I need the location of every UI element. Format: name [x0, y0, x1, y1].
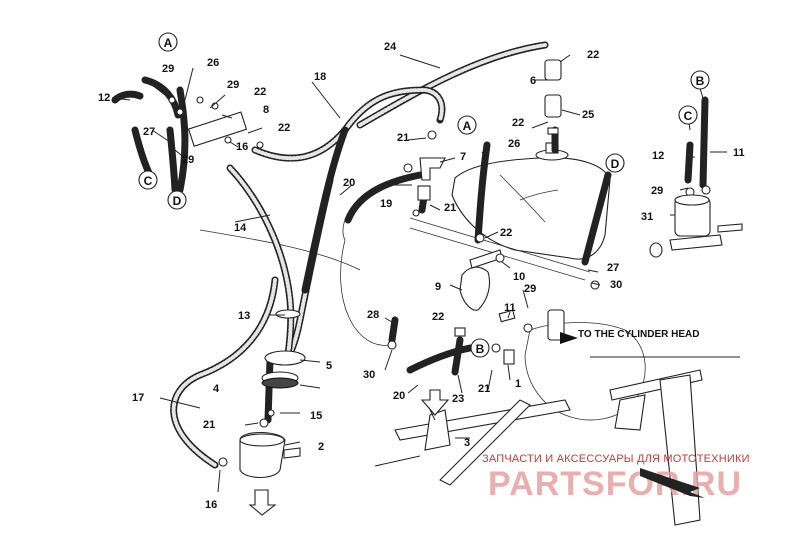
- svg-text:B: B: [476, 342, 485, 356]
- part-label-17: 17: [132, 392, 144, 404]
- part-label-21d: 21: [203, 419, 215, 431]
- watermark-logo: PARTSFOR.RU: [488, 465, 742, 503]
- part-label-23: 23: [452, 393, 464, 405]
- leader-lines: [111, 54, 727, 493]
- part-label-22c: 22: [587, 49, 599, 61]
- frame-outline: [374, 223, 743, 526]
- part-label-29a: 29: [162, 63, 174, 75]
- part-label-20a: 20: [343, 177, 355, 189]
- part-label-29c: 29: [182, 154, 194, 166]
- svg-text:C: C: [684, 109, 693, 123]
- connector-a-top: A: [158, 32, 178, 52]
- part-label-11a: 11: [504, 302, 516, 314]
- svg-text:D: D: [611, 157, 620, 171]
- part-label-12a: 12: [98, 92, 110, 104]
- part-label-26b: 26: [508, 138, 520, 150]
- part-label-19: 19: [380, 198, 392, 210]
- part-label-28: 28: [367, 309, 379, 321]
- direction-arrow: [420, 389, 450, 416]
- part-label-21c: 21: [478, 383, 490, 395]
- svg-text:A: A: [164, 36, 173, 50]
- part-label-26a: 26: [207, 57, 219, 69]
- part-label-29e: 29: [651, 185, 663, 197]
- watermark-tagline: ЗАПЧАСТИ И АКСЕССУАРЫ ДЛЯ МОТОТЕХНИКИ: [482, 453, 750, 465]
- fuel-pump: [239, 431, 301, 516]
- part-label-31: 31: [641, 211, 653, 223]
- part-label-30a: 30: [610, 279, 622, 291]
- part-label-1: 1: [515, 378, 521, 390]
- part-label-2: 2: [318, 441, 324, 453]
- rubber-mounts: [261, 309, 306, 389]
- part-label-11b: 11: [733, 147, 745, 159]
- part-label-16a: 16: [236, 141, 248, 153]
- fuel-filter: [649, 194, 723, 258]
- part-label-22d: 22: [512, 117, 524, 129]
- part-label-20b: 20: [393, 390, 405, 402]
- part-label-30b: 30: [363, 369, 375, 381]
- part-label-22f: 22: [432, 311, 444, 323]
- connector-c-filter: C: [678, 105, 698, 125]
- svg-text:D: D: [173, 194, 182, 208]
- connector-c-left: C: [138, 170, 158, 190]
- cylinder-head-note: TO THE CYLINDER HEAD: [578, 329, 700, 340]
- part-label-18: 18: [314, 71, 326, 83]
- connector-d-left: D: [167, 190, 187, 210]
- hoses: [111, 41, 709, 469]
- part-label-3: 3: [464, 437, 470, 449]
- part-label-5: 5: [326, 360, 332, 372]
- part-label-7: 7: [460, 151, 466, 163]
- svg-text:A: A: [463, 119, 472, 133]
- part-label-21b: 21: [444, 202, 456, 214]
- part-label-24: 24: [384, 41, 397, 53]
- part-label-8: 8: [263, 104, 269, 116]
- part-label-22e: 22: [500, 227, 512, 239]
- connector-circles: A A B B C C D D: [138, 32, 710, 358]
- part-label-12b: 12: [652, 150, 664, 162]
- svg-text:B: B: [696, 74, 705, 88]
- watermark: ЗАПЧАСТИ И АКСЕССУАРЫ ДЛЯ МОТОТЕХНИКИ PA…: [482, 453, 750, 503]
- fuel-tank-outline: [451, 142, 611, 260]
- part-label-27b: 27: [607, 262, 619, 274]
- part-label-15: 15: [310, 410, 322, 422]
- part-label-22b: 22: [278, 122, 290, 134]
- part-label-29b: 29: [227, 79, 239, 91]
- part-label-9: 9: [435, 281, 441, 293]
- part-label-22a: 22: [254, 86, 266, 98]
- part-label-6: 6: [530, 75, 536, 87]
- cylinder-head-arrow: [560, 332, 578, 344]
- part-label-27a: 27: [143, 126, 155, 138]
- svg-text:C: C: [144, 174, 153, 188]
- connector-b-head: B: [470, 338, 490, 358]
- part-label-13: 13: [238, 310, 250, 322]
- part-label-10: 10: [513, 271, 525, 283]
- connector-d-tank: D: [605, 153, 625, 173]
- part-label-16b: 16: [205, 499, 217, 511]
- part-label-29d: 29: [524, 283, 536, 295]
- connector-b-filter: B: [690, 70, 710, 90]
- watermark-arrow-icon: [640, 468, 705, 498]
- part-numbers: 1 2 3 4 5 6 7 8 9 10 11 11 12 12 13 14 1…: [98, 41, 745, 511]
- part-label-14: 14: [234, 222, 247, 234]
- part-label-4: 4: [213, 383, 220, 395]
- connector-a-tank: A: [457, 115, 477, 135]
- part-label-21a: 21: [397, 132, 409, 144]
- part-label-25: 25: [582, 109, 594, 121]
